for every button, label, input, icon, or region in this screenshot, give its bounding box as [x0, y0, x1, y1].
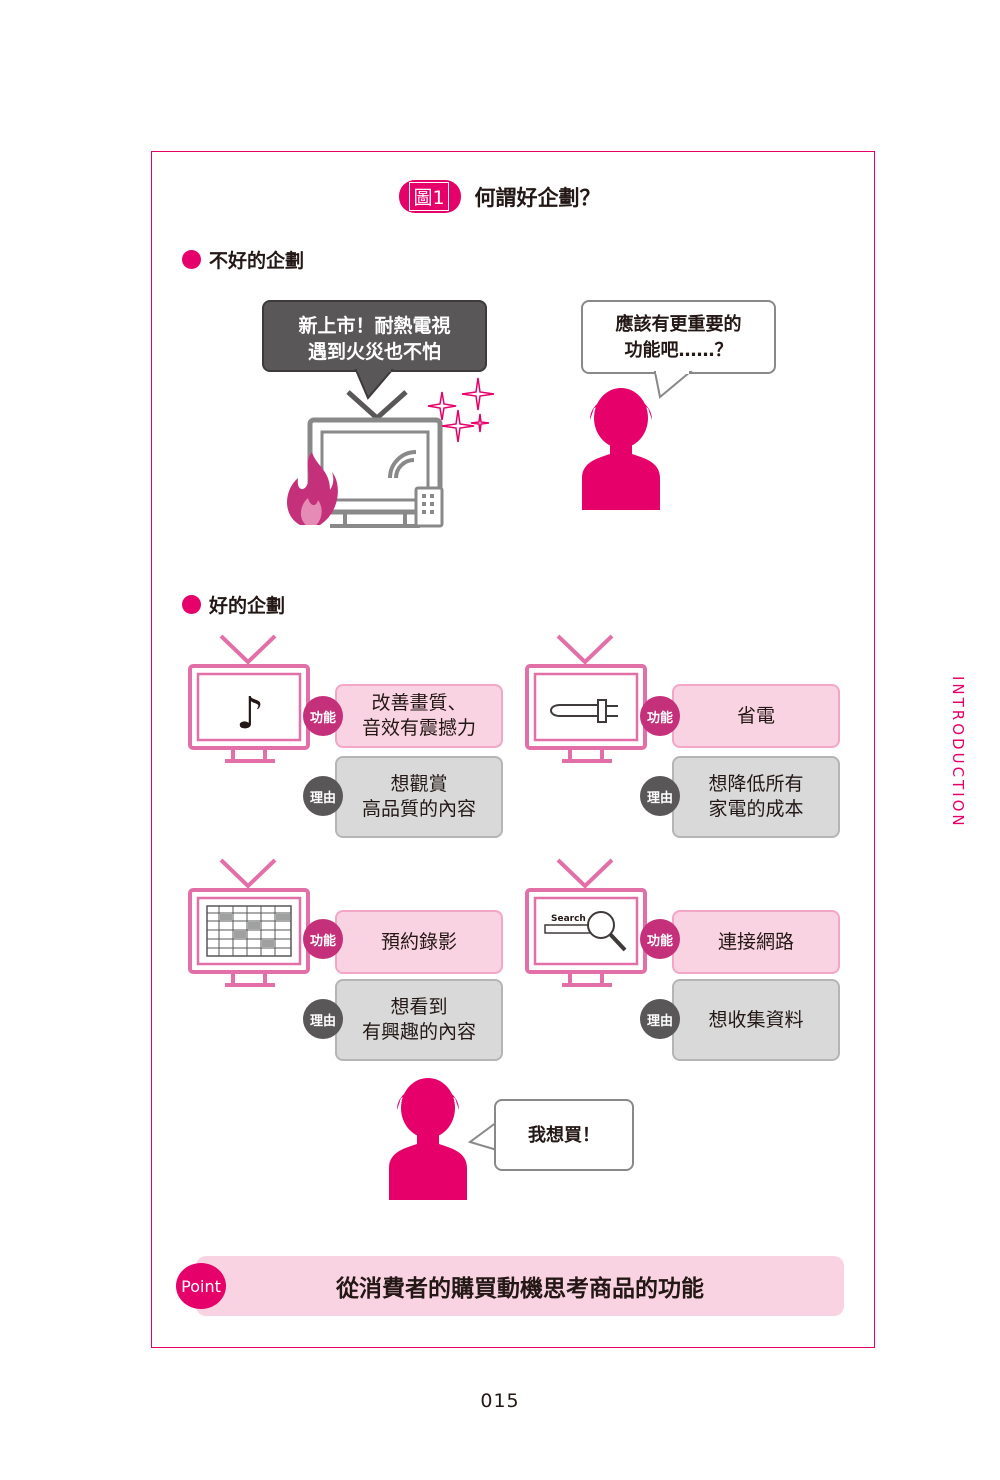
reason-4-line-1: 想收集資料 [708, 1008, 804, 1031]
point-badge: Point [176, 1263, 226, 1309]
reason-tag: 理由 [640, 999, 680, 1039]
function-box-4: 連接網路 [672, 910, 840, 974]
reason-1-line-2: 高品質的內容 [361, 798, 476, 820]
bullet-dot [182, 595, 201, 614]
function-2-line-1: 省電 [736, 704, 775, 727]
function-box-2: 省電 [672, 684, 840, 748]
sparkle-icon [427, 377, 495, 443]
reason-tag: 理由 [640, 776, 680, 816]
point-bar: 從消費者的購買動機思考商品的功能 [196, 1256, 844, 1316]
tv-music-icon: ♪ [188, 634, 310, 763]
reason-tag: 理由 [303, 999, 343, 1039]
fire-icon [287, 452, 338, 525]
figure-badge: 圖1 [399, 180, 461, 213]
person-doubt-bubble: 應該有更重要的 功能吧……？ [581, 300, 776, 374]
function-tag: 功能 [303, 919, 343, 959]
tv-ad-line-1: 新上市！耐熱電視 [298, 315, 451, 337]
figure-title: 圖1 何謂好企劃？ [0, 180, 1000, 213]
function-tag: 功能 [303, 696, 343, 736]
person-doubt-line-2: 功能吧……？ [624, 340, 733, 361]
page-number: 015 [480, 1390, 520, 1412]
reason-tag: 理由 [303, 776, 343, 816]
reason-box-3: 想看到有興趣的內容 [335, 979, 503, 1061]
tv-schedule-icon [188, 858, 310, 987]
tv-search-icon: Search [525, 858, 647, 987]
function-3-line-1: 預約錄影 [380, 930, 457, 953]
reason-1-line-1: 想觀賞 [390, 773, 448, 795]
svg-text:♪: ♪ [236, 688, 264, 739]
function-box-1: 改善畫質、音效有震撼力 [335, 684, 503, 748]
function-4-line-1: 連接網路 [717, 930, 794, 953]
person-buy-bubble: 我想買！ [494, 1099, 634, 1171]
tv-ad-line-2: 遇到火災也不怕 [307, 341, 441, 363]
function-box-3: 預約錄影 [335, 910, 503, 974]
consumer-avatar-buy [389, 1078, 467, 1200]
reason-3-line-1: 想看到 [390, 996, 448, 1018]
bad-section-heading: 不好的企劃 [182, 246, 304, 273]
good-section-heading: 好的企劃 [182, 591, 285, 618]
good-section-label: 好的企劃 [209, 595, 286, 617]
reason-box-2: 想降低所有家電的成本 [672, 756, 840, 838]
function-tag: 功能 [640, 919, 680, 959]
figure-title-text: 何謂好企劃？ [474, 185, 601, 210]
bad-section-label: 不好的企劃 [209, 250, 305, 272]
reason-box-1: 想觀賞高品質的內容 [335, 756, 503, 838]
side-tab-introduction: INTRODUCTION [949, 676, 967, 829]
tv-plug-icon [525, 634, 647, 763]
search-label: Search [551, 914, 586, 924]
reason-2-line-1: 想降低所有 [708, 773, 804, 795]
figure-frame [151, 151, 875, 1348]
point-text: 從消費者的購買動機思考商品的功能 [336, 1276, 704, 1302]
function-1-line-1: 改善畫質、 [371, 692, 467, 714]
heat-resistant-tv-icon [307, 390, 444, 528]
reason-2-line-2: 家電的成本 [708, 798, 804, 820]
function-1-line-2: 音效有震撼力 [361, 717, 476, 739]
reason-3-line-2: 有興趣的內容 [361, 1021, 476, 1043]
consumer-avatar-doubt [582, 388, 660, 510]
reason-box-4: 想收集資料 [672, 979, 840, 1061]
bullet-dot [182, 250, 201, 269]
person-doubt-line-1: 應該有更重要的 [615, 314, 742, 335]
function-tag: 功能 [640, 696, 680, 736]
